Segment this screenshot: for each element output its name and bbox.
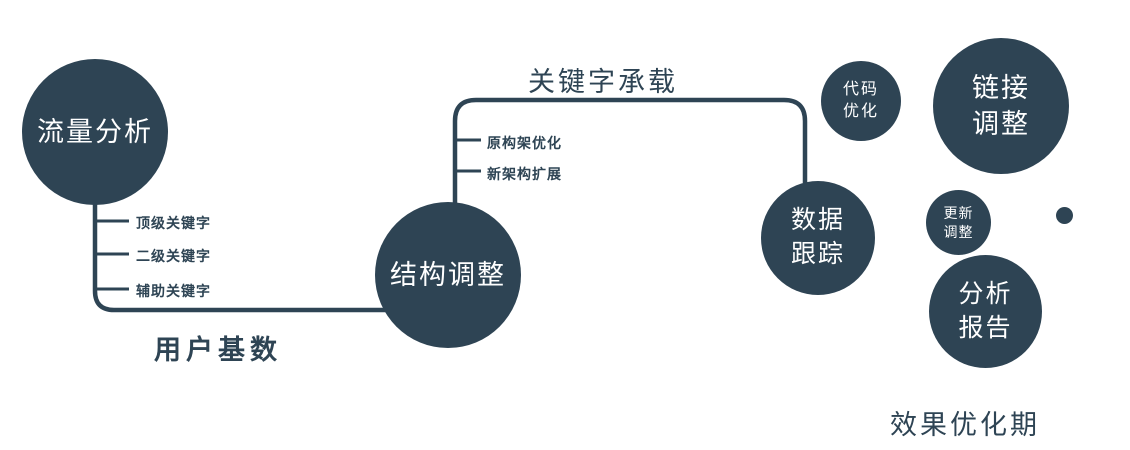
footer-label-effect-optimization: 效果优化期 xyxy=(890,410,1040,440)
node-label: 流量分析 xyxy=(37,116,153,147)
edge-label-user-base: 用户基数 xyxy=(154,335,282,365)
node-traffic-analysis: 流量分析 xyxy=(22,59,168,205)
node-label-line1: 分析 xyxy=(958,279,1013,308)
edge-traffic-to-structure xyxy=(92,195,430,313)
branch-label-arch-expansion: 新架构扩展 xyxy=(487,166,562,182)
node-code-optimization: 代码 优化 xyxy=(821,61,901,141)
branch-label-arch-optimization: 原构架优化 xyxy=(487,135,562,151)
node-link-adjustment: 链接 调整 xyxy=(933,38,1069,174)
node-structure-adjustment: 结构调整 xyxy=(375,202,521,348)
node-analysis-report: 分析 报告 xyxy=(929,255,1042,368)
node-label: 结构调整 xyxy=(390,259,506,290)
node-label-line1: 数据 xyxy=(790,206,845,235)
branch-label-second-keywords: 二级关键字 xyxy=(136,248,211,264)
edge-label-keyword-carry: 关键字承载 xyxy=(528,67,678,97)
node-data-tracking: 数据 跟踪 xyxy=(761,181,875,295)
edge-structure-to-tracking xyxy=(452,97,808,210)
node-label-line1: 更新 xyxy=(943,204,974,221)
node-label-line2: 跟踪 xyxy=(790,240,845,268)
node-label-line2: 优化 xyxy=(842,103,879,120)
node-label-line2: 报告 xyxy=(958,313,1013,342)
branch-label-top-keywords: 顶级关键字 xyxy=(136,215,211,231)
node-label-line1: 代码 xyxy=(842,81,879,99)
node-update-adjustment: 更新 调整 xyxy=(926,190,991,255)
node-label-line2: 调整 xyxy=(943,223,974,240)
node-label-line2: 调整 xyxy=(972,109,1030,139)
node-label-line1: 链接 xyxy=(972,72,1030,103)
branch-label-aux-keywords: 辅助关键字 xyxy=(136,283,211,299)
small-dot-bullet xyxy=(1056,207,1073,224)
